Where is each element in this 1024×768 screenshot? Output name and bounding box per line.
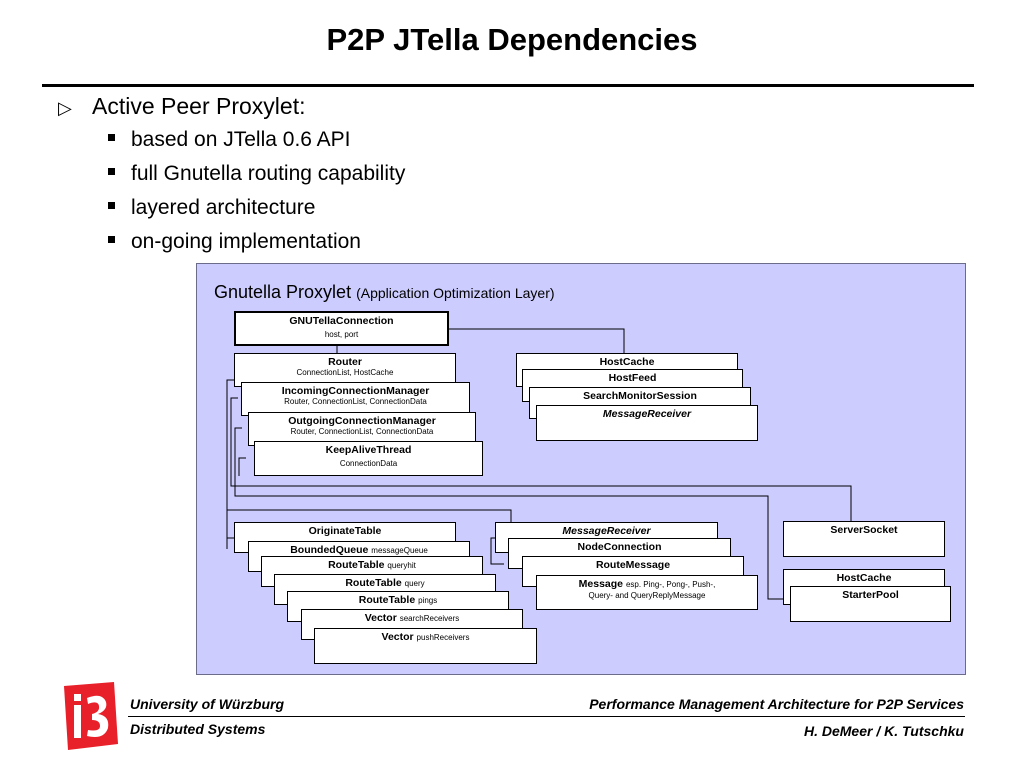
connector-line [227, 509, 512, 522]
main-bullet-text: Active Peer Proxylet: [92, 93, 306, 119]
class-name: OriginateTable [308, 525, 382, 537]
class-name: RouteTable [345, 577, 402, 589]
slide-title: P2P JTella Dependencies [326, 22, 698, 57]
sub-bullet-text: layered architecture [131, 196, 316, 219]
box-starter-pool: StarterPool [790, 586, 951, 622]
footer-divider [128, 716, 965, 717]
dependency-diagram: Gnutella Proxylet (Application Optimizat… [196, 263, 966, 675]
connector-line [449, 328, 625, 353]
box-originate-table: OriginateTable [234, 522, 456, 553]
class-detail: pings [418, 596, 438, 605]
class-name: Vector [381, 631, 414, 643]
box-outgoing-connection-manager: OutgoingConnectionManager Router, Connec… [248, 412, 476, 446]
sub-bullet: based on JTella 0.6 API [108, 128, 351, 152]
class-name: StarterPool [842, 589, 899, 601]
connector-line [226, 379, 234, 549]
class-name: RouteMessage [595, 559, 671, 571]
main-bullet: ▷ Active Peer Proxylet: [58, 93, 305, 120]
class-detail: esp. Ping-, Pong-, Push-, [625, 580, 716, 589]
sub-bullet-text: full Gnutella routing capability [131, 162, 406, 185]
class-name: ServerSocket [830, 524, 898, 536]
title-divider [42, 84, 974, 87]
box-gnutella-connection: GNUTellaConnection host, port [234, 311, 449, 346]
class-name: HostCache [836, 572, 892, 584]
square-bullet-icon [108, 202, 115, 209]
box-keepalive-thread: KeepAliveThread ConnectionData [254, 441, 483, 476]
triangle-bullet-icon: ▷ [58, 98, 72, 118]
square-bullet-icon [108, 236, 115, 243]
square-bullet-icon [108, 168, 115, 175]
sub-bullet: layered architecture [108, 196, 315, 220]
connector-line [230, 397, 852, 521]
connector-lines [226, 328, 852, 600]
class-name: IncomingConnectionManager [281, 385, 430, 397]
i3-logo-icon [64, 682, 118, 750]
class-name: Vector [364, 612, 397, 624]
connector-line [490, 537, 504, 565]
class-detail: messageQueue [371, 546, 428, 555]
class-name: BoundedQueue [290, 544, 369, 556]
sub-bullet-text: on-going implementation [131, 230, 361, 253]
connector-line [238, 457, 246, 476]
footer-project: Performance Management Architecture for … [589, 696, 964, 712]
class-name: HostCache [599, 356, 655, 368]
box-vector-push-receivers: Vector pushReceivers [314, 628, 537, 664]
class-name: Router [328, 356, 362, 368]
class-name: MessageReceiver [562, 525, 651, 537]
class-name: KeepAliveThread [325, 444, 412, 456]
class-name: SearchMonitorSession [583, 390, 697, 402]
class-name: HostFeed [608, 372, 657, 384]
diagram-title-text: Gnutella Proxylet [214, 282, 352, 302]
class-name: Message [578, 578, 624, 590]
box-message-receiver-top: MessageReceiver [536, 405, 758, 441]
class-detail: Router, ConnectionList, ConnectionData [284, 397, 427, 406]
footer-university: University of Würzburg [130, 696, 285, 712]
class-name: MessageReceiver [602, 408, 692, 420]
class-detail: ConnectionData [339, 459, 398, 468]
class-name: OutgoingConnectionManager [288, 415, 436, 427]
class-detail: query [404, 579, 425, 588]
connector-line [234, 427, 783, 600]
box-message: Message esp. Ping-, Pong-, Push-, Query-… [536, 575, 758, 610]
box-incoming-connection-manager: IncomingConnectionManager Router, Connec… [241, 382, 470, 416]
box-server-socket: ServerSocket [783, 521, 945, 557]
class-detail: searchReceivers [399, 614, 460, 623]
sub-bullet: on-going implementation [108, 230, 361, 254]
diagram-title: Gnutella Proxylet (Application Optimizat… [214, 282, 555, 303]
footer-authors: H. DeMeer / K. Tutschku [803, 723, 964, 739]
class-name: NodeConnection [577, 541, 662, 553]
class-detail: Router, ConnectionList, ConnectionData [290, 427, 434, 436]
class-name: RouteTable [328, 559, 385, 571]
class-name: GNUTellaConnection [289, 315, 394, 327]
class-detail: pushReceivers [416, 633, 470, 642]
sub-bullet-text: based on JTella 0.6 API [131, 128, 351, 151]
square-bullet-icon [108, 134, 115, 141]
class-name: RouteTable [358, 594, 416, 606]
class-detail: host, port [324, 330, 359, 339]
footer-department: Distributed Systems [130, 721, 266, 737]
sub-bullet: full Gnutella routing capability [108, 162, 405, 186]
diagram-subtitle: (Application Optimization Layer) [356, 285, 555, 301]
class-detail: Query- and QueryReplyMessage [588, 591, 706, 600]
class-detail: ConnectionList, HostCache [296, 368, 394, 377]
class-detail: queryhit [387, 561, 416, 570]
